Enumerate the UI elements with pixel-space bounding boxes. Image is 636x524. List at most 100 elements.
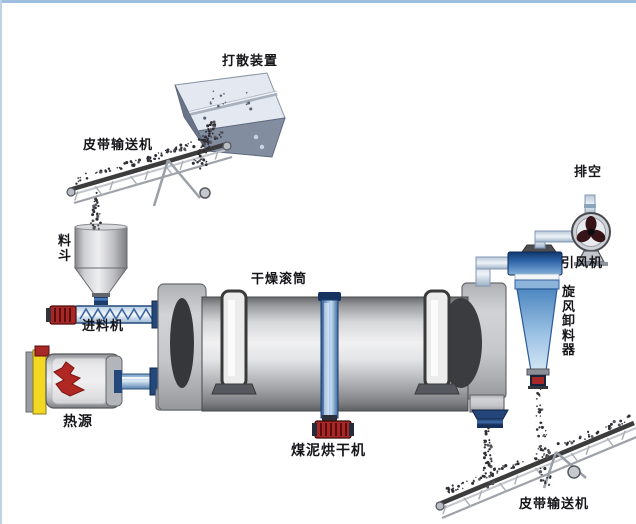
material-dot: [97, 224, 100, 227]
material-dot: [94, 203, 98, 206]
material-dot: [488, 448, 491, 451]
truss-member: [129, 175, 138, 186]
material-dot: [130, 161, 133, 164]
material-dot: [132, 163, 136, 167]
material-dot: [204, 163, 208, 167]
material-dot: [456, 488, 459, 491]
belt-conveyor-bottom: [435, 420, 636, 520]
label-scatter-device: 打散装置: [222, 54, 279, 69]
material-dot: [488, 475, 491, 478]
material-dot: [95, 217, 99, 221]
material-dot: [454, 488, 458, 492]
truss-member: [442, 505, 447, 515]
drive-motor-cap: [349, 423, 354, 436]
truss-member: [74, 191, 79, 201]
conveyor-belt: [68, 141, 228, 193]
material-dot: [184, 149, 187, 152]
cyclone-top-box: [507, 251, 563, 276]
material-dot: [77, 180, 80, 183]
material-dot: [564, 442, 566, 444]
material-dot: [202, 158, 206, 162]
material-dot: [125, 161, 129, 165]
material-dot: [542, 435, 545, 437]
material-dot: [95, 197, 97, 200]
material-dot: [489, 454, 492, 457]
material-dot: [153, 157, 156, 161]
material-dot: [97, 227, 100, 230]
feeder-motor-ribs: [54, 308, 71, 322]
material-dot: [190, 141, 192, 143]
material-streams: [75, 90, 631, 494]
material-dot: [107, 167, 111, 171]
material-dot: [537, 434, 540, 438]
material-dot: [490, 472, 492, 475]
material-dot: [213, 135, 217, 139]
material-dot: [471, 481, 475, 485]
material-dot: [200, 146, 203, 149]
top-border: [0, 0, 636, 3]
material-dot: [209, 101, 212, 103]
material-dot: [94, 198, 98, 202]
material-dot: [204, 135, 207, 139]
material-dot: [535, 452, 538, 455]
material-dot: [549, 475, 552, 478]
material-dot: [572, 440, 575, 443]
material-dot: [174, 148, 178, 151]
material-dot: [541, 473, 543, 476]
material-dot: [533, 457, 536, 460]
conveyor-head-pulley: [222, 141, 232, 151]
material-dot: [547, 450, 550, 454]
material-dot: [542, 479, 545, 482]
material-dot: [504, 464, 508, 468]
hopper-cone: [74, 267, 128, 295]
material-dot: [482, 466, 486, 470]
material-dot: [206, 146, 210, 150]
material-dot: [617, 423, 621, 427]
material-dot: [157, 152, 160, 154]
material-dot: [511, 465, 516, 469]
material-dot: [619, 419, 623, 423]
scatter-device-hole: [253, 134, 259, 140]
material-dot: [539, 415, 542, 417]
material-dot: [205, 139, 209, 143]
material-dot: [207, 143, 209, 146]
heat-pipe: [119, 373, 155, 390]
drum-discharge-outlet-lip: [477, 425, 503, 428]
material-dot: [249, 107, 253, 111]
material-dot: [91, 213, 95, 217]
cyclone-separator: [507, 244, 563, 389]
material-dot: [516, 462, 519, 466]
drum-discharge-outlet: [471, 409, 509, 420]
screw-feeder: [46, 300, 163, 329]
feeder-screw: [79, 307, 153, 321]
material-dot: [540, 408, 544, 411]
material-dot: [489, 457, 493, 461]
material-dot: [566, 441, 570, 445]
material-dot: [92, 224, 94, 226]
material-dot: [212, 90, 215, 93]
material-dot: [203, 142, 207, 146]
hopper-body: [74, 226, 128, 269]
truss-member: [534, 467, 544, 478]
material-dot: [206, 124, 210, 128]
material-dot: [623, 421, 626, 424]
material-dot: [487, 450, 490, 453]
material-dot: [610, 427, 613, 429]
material-dot: [452, 487, 455, 490]
material-dot: [213, 125, 216, 128]
material-dot: [535, 415, 538, 417]
hopper-outlet-band: [94, 298, 108, 301]
material-dot: [500, 466, 504, 471]
material-dot: [539, 421, 542, 424]
material-dot: [568, 440, 571, 443]
material-dot: [85, 177, 89, 180]
material-dot: [609, 422, 613, 426]
material-dot: [96, 201, 99, 204]
material-dot: [198, 149, 202, 152]
material-dot: [94, 206, 97, 210]
material-dot: [543, 447, 547, 450]
material-dot: [487, 430, 490, 433]
material-dot: [605, 426, 607, 428]
material-dot: [137, 158, 142, 162]
